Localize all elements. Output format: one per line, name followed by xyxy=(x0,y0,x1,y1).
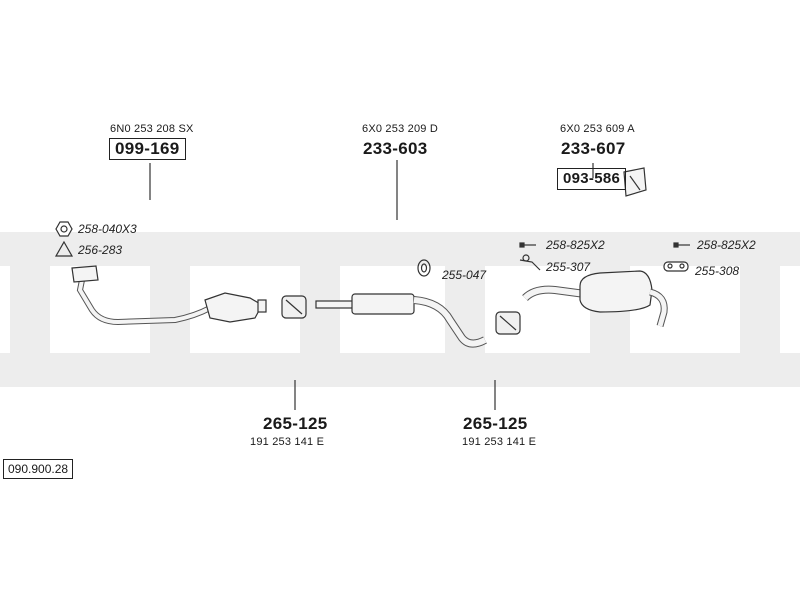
watermark-logo xyxy=(0,232,800,387)
bolt-b-part-number[interactable]: 258-825X2 xyxy=(697,238,756,252)
clamp-right-number[interactable]: 265-125 xyxy=(463,414,528,433)
heat-shield-number[interactable]: 093-586 xyxy=(557,168,627,190)
middle-silencer-oem: 6X0 253 209 D xyxy=(362,123,438,135)
middle-silencer-drawing xyxy=(315,293,487,348)
gasket-icon xyxy=(54,240,74,257)
clamp-left-number[interactable]: 265-125 xyxy=(263,414,328,433)
bolt-icon xyxy=(673,242,690,248)
gasket-part-number[interactable]: 256-283 xyxy=(78,243,123,257)
heat-shield-icon xyxy=(623,167,647,197)
front-pipe-drawing xyxy=(71,265,267,326)
nut-icon xyxy=(55,221,73,237)
bolt-icon xyxy=(519,242,536,248)
bolt-a-part-number[interactable]: 258-825X2 xyxy=(546,238,605,252)
clamp-right-drawing xyxy=(495,311,521,335)
rear-silencer-number[interactable]: 233-607 xyxy=(561,139,626,158)
rear-silencer-drawing xyxy=(522,270,668,327)
hanger-icon xyxy=(519,254,541,271)
front-pipe-number[interactable]: 099-169 xyxy=(109,138,186,160)
clamp-right-oem: 191 253 141 E xyxy=(462,436,537,448)
hanger-a-part-number[interactable]: 255-307 xyxy=(546,260,591,274)
diagram-number: 090.900.28 xyxy=(3,459,74,479)
ring-part-number[interactable]: 255-047 xyxy=(442,268,487,282)
nut-part-number[interactable]: 258-040X3 xyxy=(78,222,137,236)
rear-silencer-oem: 6X0 253 609 A xyxy=(560,123,635,135)
middle-silencer-number[interactable]: 233-603 xyxy=(363,139,428,158)
hanger-icon xyxy=(663,261,689,272)
clamp-left-oem: 191 253 141 E xyxy=(250,436,325,448)
clamp-left-drawing xyxy=(281,295,307,319)
ring-icon xyxy=(417,259,431,277)
front-pipe-oem: 6N0 253 208 SX xyxy=(110,123,194,135)
hanger-b-part-number[interactable]: 255-308 xyxy=(695,264,740,278)
